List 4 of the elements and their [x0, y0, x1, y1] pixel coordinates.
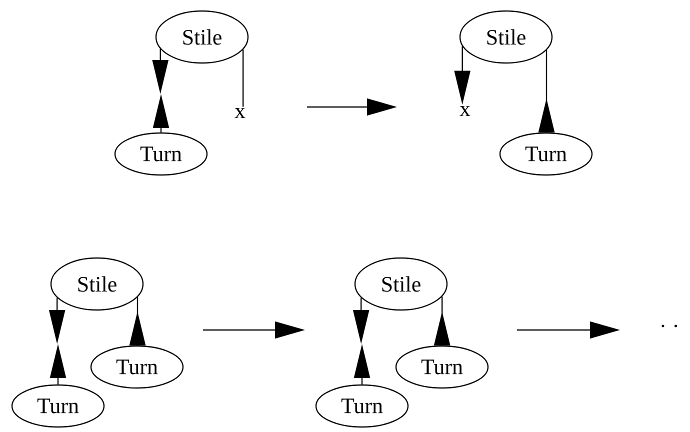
node-label: x [460, 106, 470, 116]
node-label: x [234, 108, 246, 118]
ellipsis-text: . . [662, 324, 678, 328]
arrow [434, 296, 450, 346]
